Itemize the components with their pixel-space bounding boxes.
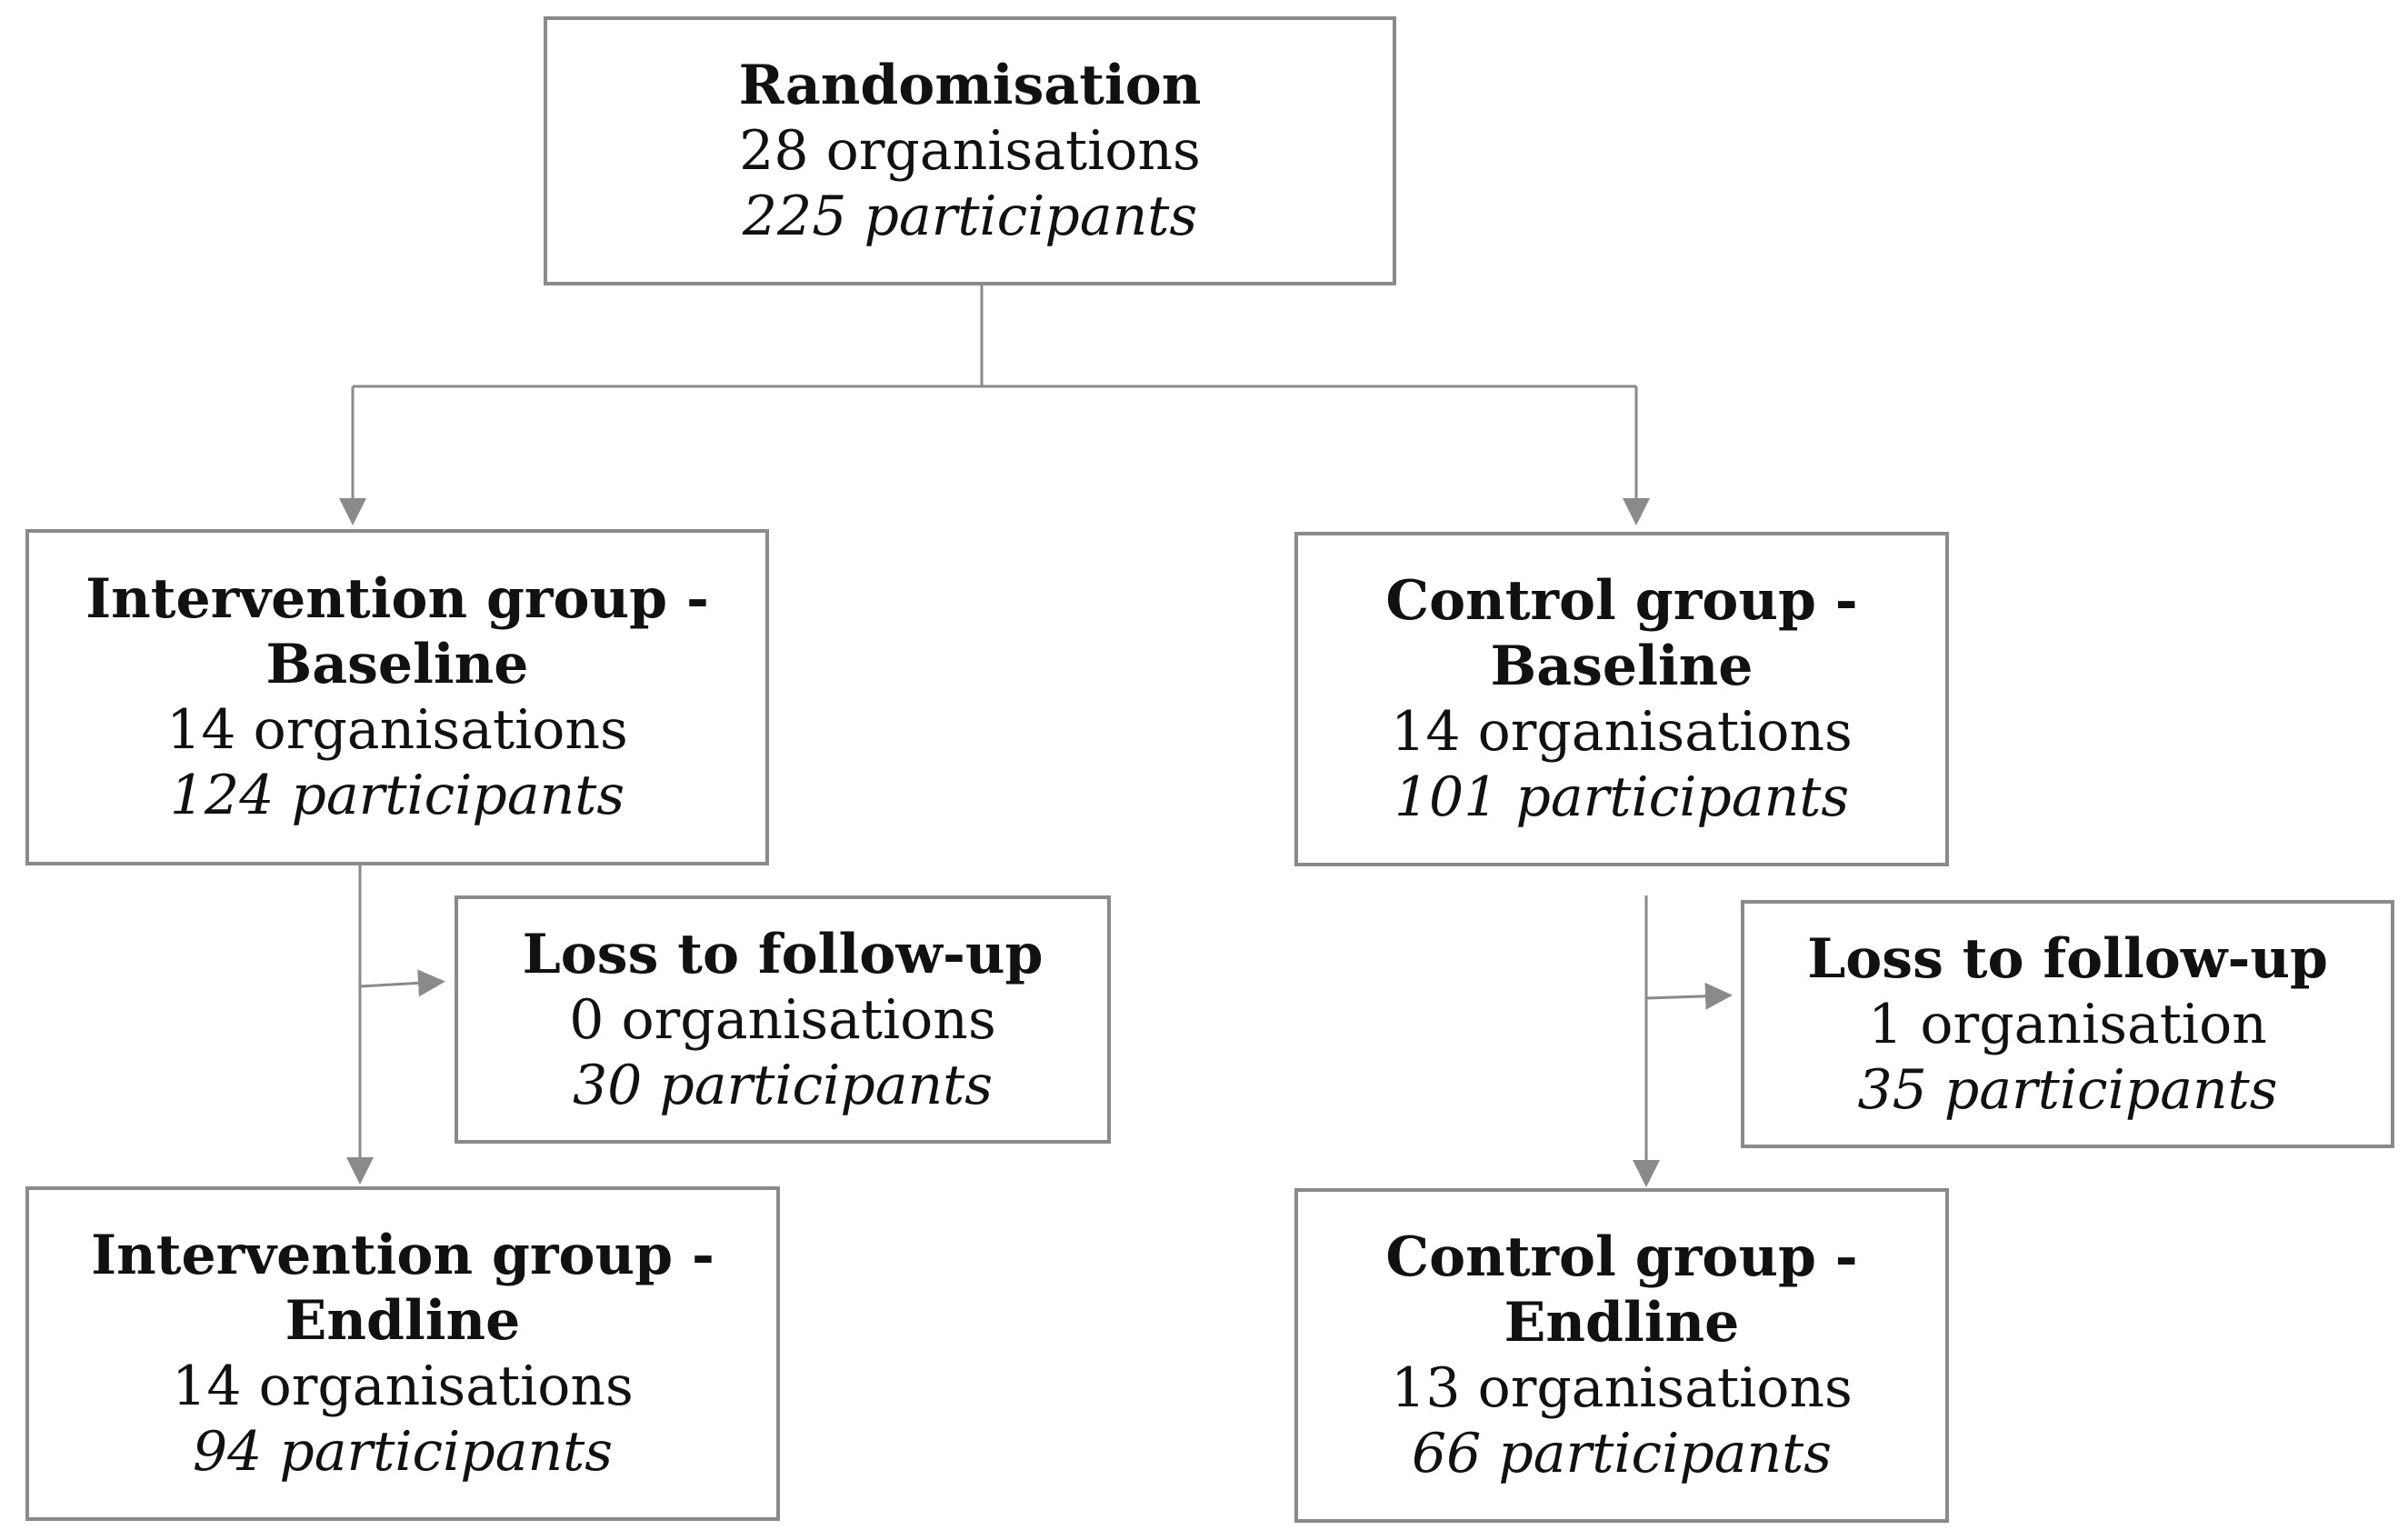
intervention-loss-box: Loss to follow-up 0 organisations 30 par… <box>455 895 1111 1144</box>
intervention-endline-participants: 94 participants <box>192 1420 614 1484</box>
intervention-baseline-title-line1: Intervention group - <box>85 567 709 631</box>
intervention-endline-title-line1: Intervention group - <box>91 1224 714 1287</box>
intervention-baseline-title-line2: Baseline <box>265 633 529 696</box>
control-endline-title-line1: Control group - <box>1385 1225 1858 1289</box>
randomisation-participants: 225 participants <box>742 185 1198 248</box>
intervention-endline-box: Intervention group - Endline 14 organisa… <box>25 1186 780 1521</box>
intervention-baseline-participants: 124 participants <box>169 764 625 827</box>
control-baseline-participants: 101 participants <box>1394 765 1850 829</box>
control-loss-title: Loss to follow-up <box>1807 926 2328 991</box>
control-endline-organisations: 13 organisations <box>1391 1356 1853 1420</box>
intervention-endline-organisations: 14 organisations <box>172 1355 634 1418</box>
control-endline-participants: 66 participants <box>1411 1422 1833 1485</box>
control-loss-box: Loss to follow-up 1 organisation 35 part… <box>1741 900 2394 1148</box>
intervention-loss-organisations: 0 organisations <box>569 987 996 1052</box>
control-baseline-title-line1: Control group - <box>1385 569 1858 633</box>
intervention-loss-participants: 30 participants <box>572 1053 994 1117</box>
intervention-endline-title-line2: Endline <box>285 1289 521 1353</box>
randomisation-organisations: 28 organisations <box>739 119 1201 183</box>
control-endline-title-line2: Endline <box>1504 1291 1740 1355</box>
randomisation-box: Randomisation 28 organisations 225 parti… <box>544 16 1396 285</box>
arrow-to-intervention-loss <box>359 969 445 997</box>
control-baseline-title-line2: Baseline <box>1490 635 1754 698</box>
control-loss-participants: 35 participants <box>1857 1057 2278 1122</box>
intervention-baseline-organisations: 14 organisations <box>166 698 628 762</box>
control-baseline-organisations: 14 organisations <box>1391 700 1853 764</box>
arrow-to-control-loss <box>1645 982 1733 1010</box>
control-endline-box: Control group - Endline 13 organisations… <box>1294 1188 1949 1523</box>
control-loss-organisations: 1 organisation <box>1868 992 2267 1056</box>
randomisation-title: Randomisation <box>738 54 1202 117</box>
control-baseline-box: Control group - Baseline 14 organisation… <box>1294 532 1949 866</box>
intervention-loss-title: Loss to follow-up <box>522 922 1044 986</box>
intervention-baseline-box: Intervention group - Baseline 14 organis… <box>25 529 769 865</box>
